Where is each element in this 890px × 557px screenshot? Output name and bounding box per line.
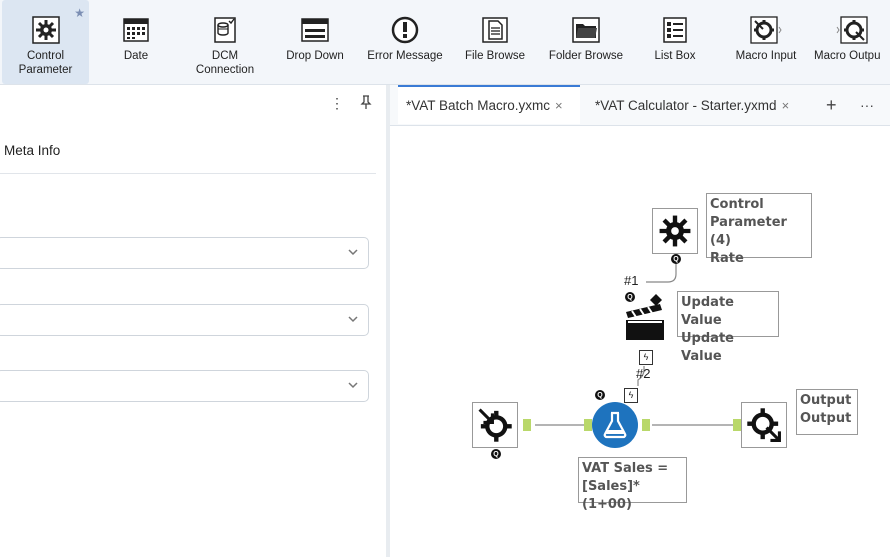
panel-splitter[interactable] <box>386 85 390 557</box>
divider <box>0 173 376 174</box>
tool-label: Folder Browse <box>548 50 624 62</box>
config-dropdown-3[interactable] <box>0 370 369 402</box>
tool-error-message[interactable]: Error Message <box>364 0 446 84</box>
tool-list-box[interactable]: List Box <box>644 0 706 84</box>
config-dropdown-1[interactable] <box>0 237 369 269</box>
tool-label: Error Message <box>367 50 443 62</box>
macro-input-tool[interactable] <box>472 402 518 448</box>
tool-folder-browse[interactable]: Folder Browse <box>544 0 628 84</box>
pin-icon[interactable] <box>360 95 372 112</box>
update-value-annotation: Update Value Update Value <box>677 291 779 364</box>
connection-wires <box>523 260 741 431</box>
tool-label: Drop Down <box>286 50 344 62</box>
macro-output-icon <box>747 408 781 442</box>
formula-tool[interactable] <box>592 402 638 448</box>
tool-label: List Box <box>654 50 696 62</box>
configuration-panel: ⋮ Meta Info <box>0 85 386 557</box>
dropdown-icon <box>299 14 331 46</box>
folder-icon <box>570 14 602 46</box>
tab-label: *VAT Batch Macro.yxmc <box>406 98 551 113</box>
tab-label: *VAT Calculator - Starter.yxmd <box>595 97 777 113</box>
tab-vat-batch-macro[interactable]: *VAT Batch Macro.yxmc × <box>398 85 580 124</box>
favorite-star-icon[interactable]: ★ <box>74 6 85 20</box>
tool-label: File Browse <box>464 50 526 62</box>
control-parameter-annotation: Control Parameter (4) Rate <box>706 193 812 266</box>
output-annotation: Output Output <box>796 389 858 435</box>
question-anchor-icon[interactable]: Q <box>491 449 501 459</box>
wire-label: #2 <box>636 366 651 381</box>
close-icon[interactable]: × <box>781 97 790 113</box>
chevron-down-icon <box>348 382 358 389</box>
chevron-down-icon <box>348 316 358 323</box>
macro-output-icon <box>836 14 868 46</box>
tool-drop-down[interactable]: Drop Down <box>280 0 350 84</box>
tool-date[interactable]: Date <box>106 0 166 84</box>
tool-label: Macro Outpu <box>814 50 881 62</box>
config-dropdown-2[interactable] <box>0 304 369 336</box>
gear-icon <box>30 14 62 46</box>
workflow-canvas[interactable]: Q Control Parameter (4) Rate #1 Q Update… <box>390 126 890 557</box>
tool-label: Date <box>123 50 149 62</box>
formula-annotation: VAT Sales = [Sales]*(1+00) <box>578 457 687 512</box>
tool-label: Macro Input <box>735 50 797 62</box>
question-anchor-icon[interactable]: Q <box>595 390 605 400</box>
lightning-anchor-icon[interactable]: ϟ <box>624 388 638 403</box>
listbox-icon <box>659 14 691 46</box>
tool-macro-input[interactable]: Macro Input <box>726 0 806 84</box>
meta-info-tab[interactable]: Meta Info <box>4 143 61 158</box>
document-tabs: *VAT Batch Macro.yxmc × *VAT Calculator … <box>390 85 890 126</box>
question-anchor-icon[interactable]: Q <box>625 292 635 302</box>
question-anchor-icon[interactable]: Q <box>671 254 681 264</box>
file-icon <box>479 14 511 46</box>
lightning-anchor-icon[interactable]: ϟ <box>639 350 653 365</box>
panel-header-icons: ⋮ <box>330 95 372 112</box>
tab-vat-calculator[interactable]: *VAT Calculator - Starter.yxmd × <box>590 85 794 125</box>
gear-icon <box>659 215 691 247</box>
close-icon[interactable]: × <box>555 98 563 113</box>
error-icon <box>389 14 421 46</box>
tool-macro-output[interactable]: Macro Outpu <box>814 0 890 84</box>
wire-label: #1 <box>624 273 639 288</box>
tool-file-browse[interactable]: File Browse <box>460 0 530 84</box>
calendar-icon <box>120 14 152 46</box>
more-options-icon[interactable]: ⋮ <box>330 95 344 111</box>
chevron-down-icon <box>348 249 358 256</box>
flask-icon <box>603 411 627 439</box>
action-tool[interactable] <box>624 292 668 344</box>
control-parameter-tool[interactable] <box>652 208 698 254</box>
clapperboard-icon <box>626 294 664 340</box>
tab-overflow-button[interactable]: ··· <box>860 97 874 113</box>
new-tab-button[interactable]: + <box>826 94 837 115</box>
macro-output-tool[interactable] <box>741 402 787 448</box>
database-icon <box>209 14 241 46</box>
macro-input-icon <box>478 408 512 442</box>
macro-input-icon <box>750 14 782 46</box>
